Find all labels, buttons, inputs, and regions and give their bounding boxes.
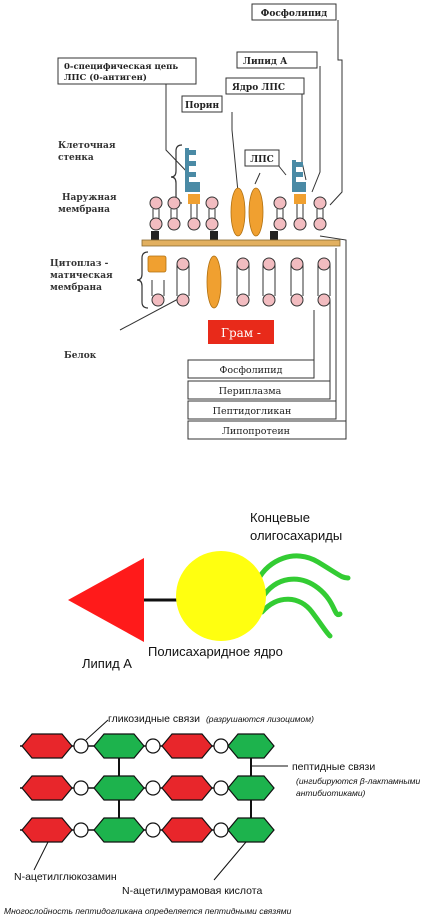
svg-text:0-специфическая цепь: 0-специфическая цепь bbox=[64, 62, 178, 72]
gram-negative-badge: Грам - bbox=[208, 320, 274, 344]
label-n-acetylmuramic-acid: N-ацетилмурамовая кислота bbox=[122, 885, 262, 897]
porin-proteins bbox=[230, 187, 264, 237]
svg-text:мембрана: мембрана bbox=[58, 204, 110, 215]
outer-membrane-upper-heads bbox=[149, 196, 327, 210]
svg-text:матическая: матическая bbox=[50, 271, 113, 281]
peptidoglycan-layer bbox=[141, 239, 341, 247]
label-phospholipid-top: Фосфолипид bbox=[251, 3, 337, 21]
terminal-oligosaccharide-chains bbox=[255, 553, 351, 639]
lps-o-antigen-left bbox=[185, 148, 200, 204]
label-lipoprotein: Липопротеин bbox=[187, 420, 347, 440]
label-peptidoglycan: Пептидогликан bbox=[187, 400, 337, 420]
label-lps-core: Ядро ЛПС bbox=[225, 77, 305, 95]
svg-text:ЛПС: ЛПС bbox=[250, 155, 274, 165]
label-connector-lines bbox=[119, 20, 343, 331]
label-polysaccharide-core: Полисахаридное ядро bbox=[148, 644, 283, 659]
cytoplasmic-membrane-tails bbox=[151, 264, 331, 296]
gram-negative-envelope-panel: Фосфолипид Липид А Ядро ЛПС 0-специфичес… bbox=[50, 3, 347, 440]
label-lipid-a: Липид А bbox=[236, 51, 318, 69]
peptidoglycan-panel: гликозидные связи (разрушаются лизоцимом… bbox=[4, 713, 421, 916]
glycan-row-3 bbox=[21, 817, 275, 843]
peptidoglycan-callouts bbox=[33, 719, 288, 881]
svg-text:стенка: стенка bbox=[58, 153, 94, 163]
label-lipid-a-structure: Липид А bbox=[82, 656, 132, 671]
svg-text:(ингибируются β-лактамными: (ингибируются β-лактамными bbox=[296, 776, 421, 786]
bottom-label-connectors bbox=[313, 235, 347, 428]
label-cell-wall: Клеточная стенка bbox=[58, 141, 116, 163]
svg-text:Пептидогликан: Пептидогликан bbox=[213, 406, 292, 417]
lps-o-antigen-right bbox=[292, 160, 306, 204]
svg-text:Периплазма: Периплазма bbox=[219, 386, 282, 397]
label-n-acetylglucosamine: N-ацетилглюкозамин bbox=[14, 871, 117, 883]
lipid-a-triangle bbox=[68, 558, 144, 642]
svg-text:Порин: Порин bbox=[185, 101, 219, 111]
label-terminal-oligosaccharides: Концевые олигосахариды bbox=[250, 510, 342, 543]
svg-text:Фосфолипид: Фосфолипид bbox=[220, 365, 283, 376]
glycan-row-2 bbox=[21, 775, 275, 801]
outer-membrane-tails bbox=[152, 204, 324, 219]
label-cytoplasmic-membrane: Цитоплаз - матическая мембрана bbox=[50, 259, 113, 293]
svg-text:Концевые: Концевые bbox=[250, 510, 310, 525]
svg-text:гликозидные связи (раз: гликозидные связи (разрушаются лизоцимом… bbox=[108, 713, 314, 725]
svg-text:антибиотиками): антибиотиками) bbox=[296, 788, 366, 798]
label-porin: Порин bbox=[181, 95, 223, 113]
svg-text:Фосфолипид: Фосфолипид bbox=[261, 9, 327, 19]
svg-text:олигосахариды: олигосахариды bbox=[250, 528, 342, 543]
label-o-antigen: 0-специфическая цепь ЛПС (0-антиген) bbox=[57, 57, 197, 85]
svg-text:Наружная: Наружная bbox=[62, 193, 117, 203]
glycan-row-1 bbox=[21, 733, 275, 759]
label-peptide-bonds: пептидные связи (ингибируются β-лактамны… bbox=[292, 761, 421, 798]
svg-text:ЛПС (0-антиген): ЛПС (0-антиген) bbox=[64, 72, 147, 83]
outer-membrane-lower-heads bbox=[149, 217, 327, 231]
svg-text:Клеточная: Клеточная bbox=[58, 141, 116, 151]
label-glycosidic-bonds: гликозидные связи (разрушаются лизоцимом… bbox=[108, 713, 314, 725]
svg-text:Грам -: Грам - bbox=[221, 326, 261, 340]
svg-text:Липопротеин: Липопротеин bbox=[222, 426, 290, 437]
cytoplasmic-membrane-heads-bottom bbox=[151, 293, 331, 307]
membrane-protein-square bbox=[147, 255, 167, 273]
svg-text:Липид А: Липид А bbox=[243, 57, 288, 67]
label-phospholipid-bottom: Фосфолипид bbox=[187, 359, 315, 379]
svg-text:мембрана: мембрана bbox=[50, 282, 102, 293]
membrane-protein-ellipse bbox=[206, 255, 222, 309]
lps-structure-panel: Концевые олигосахариды Липид А Полисахар… bbox=[68, 510, 351, 671]
label-lps: ЛПС bbox=[244, 149, 280, 167]
polysaccharide-core-circle bbox=[176, 551, 266, 641]
peptidoglycan-caption: Многослойность пептидогликана определяет… bbox=[4, 906, 292, 916]
label-protein: Белок bbox=[64, 351, 97, 361]
label-outer-membrane: Наружная мембрана bbox=[58, 193, 117, 215]
svg-text:Цитоплаз -: Цитоплаз - bbox=[50, 259, 109, 269]
svg-text:пептидные связи: пептидные связи bbox=[292, 761, 375, 773]
cytoplasmic-membrane-heads-top bbox=[176, 257, 331, 271]
label-periplasm: Периплазма bbox=[187, 380, 331, 400]
svg-text:Белок: Белок bbox=[64, 351, 97, 361]
svg-text:Ядро ЛПС: Ядро ЛПС bbox=[232, 83, 285, 93]
lipoprotein-anchors bbox=[151, 231, 278, 241]
